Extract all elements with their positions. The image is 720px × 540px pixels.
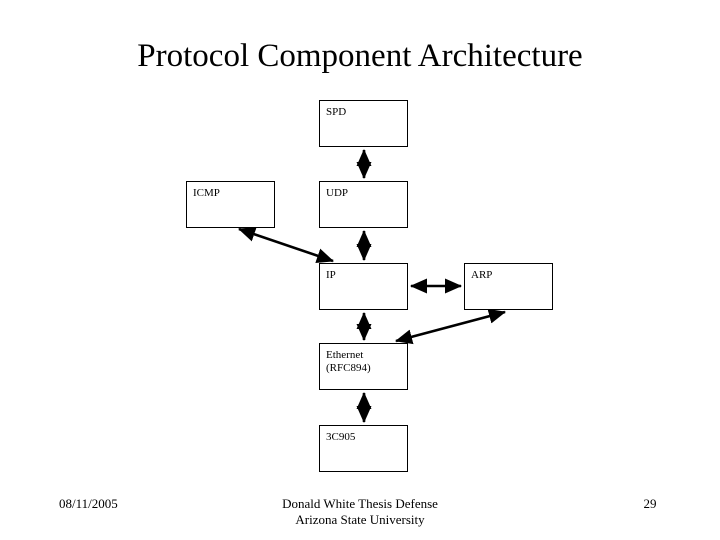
edge-arp-ethernet xyxy=(394,308,507,345)
node-ethernet[interactable]: Ethernet (RFC894) xyxy=(319,343,408,390)
footer-page-number: 29 xyxy=(643,496,657,511)
node-3c905[interactable]: 3C905 xyxy=(319,425,408,472)
arrow-layer xyxy=(238,148,507,424)
node-icmp[interactable]: ICMP xyxy=(186,181,275,228)
edge-icmp-ip xyxy=(238,227,334,263)
node-arp[interactable]: ARP xyxy=(464,263,553,310)
slide-footer: 08/11/2005 Donald White Thesis Defense A… xyxy=(0,492,720,540)
protocol-component-diagram: SPD ICMP UDP IP ARP Ethernet (RFC894) 3C… xyxy=(186,100,553,472)
footer-date: 08/11/2005 xyxy=(59,496,118,511)
footer-center: Donald White Thesis Defense Arizona Stat… xyxy=(160,496,560,528)
node-udp[interactable]: UDP xyxy=(319,181,408,228)
node-ip[interactable]: IP xyxy=(319,263,408,310)
footer-center-line-1: Donald White Thesis Defense xyxy=(282,496,438,511)
node-spd[interactable]: SPD xyxy=(319,100,408,147)
page-title: Protocol Component Architecture xyxy=(137,38,583,74)
footer-center-line-2: Arizona State University xyxy=(295,512,425,527)
